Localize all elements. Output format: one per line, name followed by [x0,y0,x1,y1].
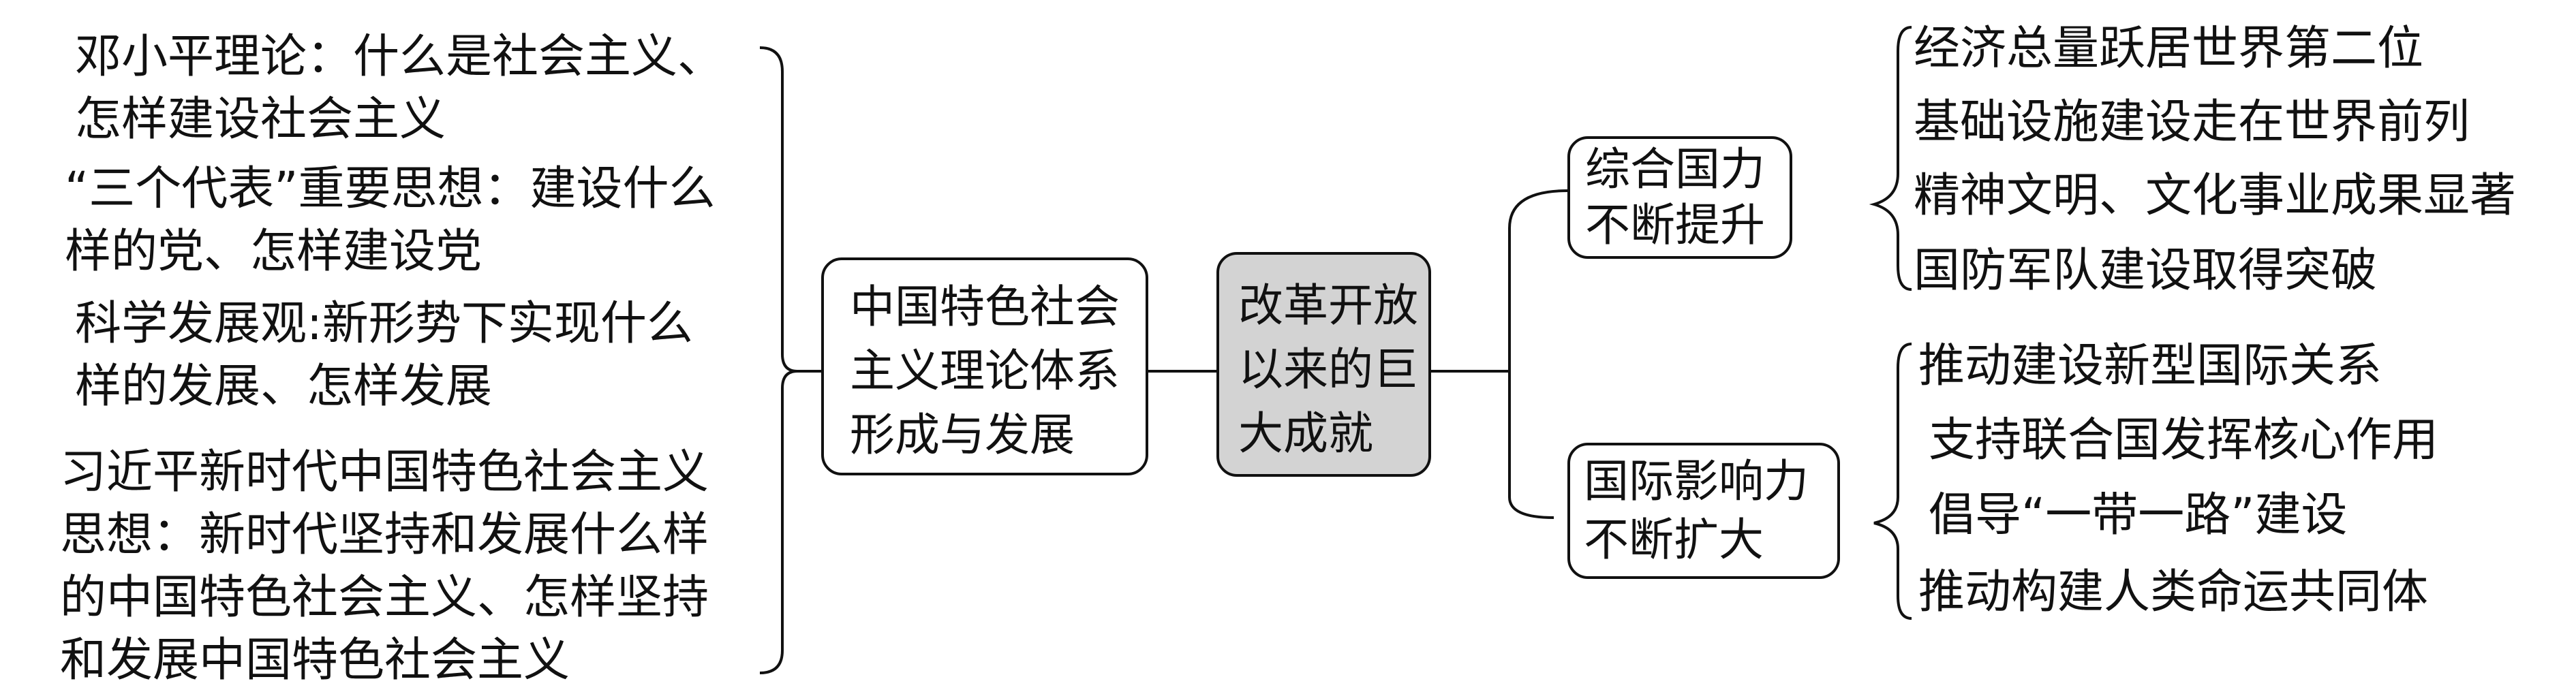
branch-bracket [1508,189,1568,519]
theory-item-deng: 邓小平理论：什么是社会主义、 怎样建设社会主义 [75,30,724,146]
branch-node-international-influence: 国际影响力 不断扩大 [1567,443,1840,579]
influence-item: 支持联合国发挥核心作用 [1929,413,2439,467]
strength-item: 国防军队建设取得突破 [1914,244,2378,298]
theory-item-three-represents: “三个代表”重要思想：建设什么 样的党、怎样建设党 [65,162,716,279]
theory-item-xi-thought: 习近平新时代中国特色社会主义 思想：新时代坚持和发展什么样 的中国特色社会主义、… [60,445,709,687]
right-brace-upper [1869,26,1912,291]
influence-item: 推动构建人类命运共同体 [1918,565,2429,619]
strength-item: 基础设施建设走在世界前列 [1914,95,2470,149]
strength-item: 经济总量跃居世界第二位 [1914,22,2424,76]
influence-item: 倡导“一带一路”建设 [1929,488,2348,542]
center-node: 改革开放 以来的巨 大成就 [1216,252,1431,477]
branch-node-national-strength: 综合国力 不断提升 [1567,136,1792,259]
right-brace-lower [1873,343,1912,620]
theory-item-scientific-outlook: 科学发展观:新形势下实现什么 样的发展、怎样发展 [75,297,693,413]
influence-item: 推动建设新型国际关系 [1918,339,2382,393]
left-brace [759,46,798,674]
theory-node: 中国特色社会 主义理论体系 形成与发展 [821,257,1148,475]
strength-item: 精神文明、文化事业成果显著 [1914,169,2517,223]
